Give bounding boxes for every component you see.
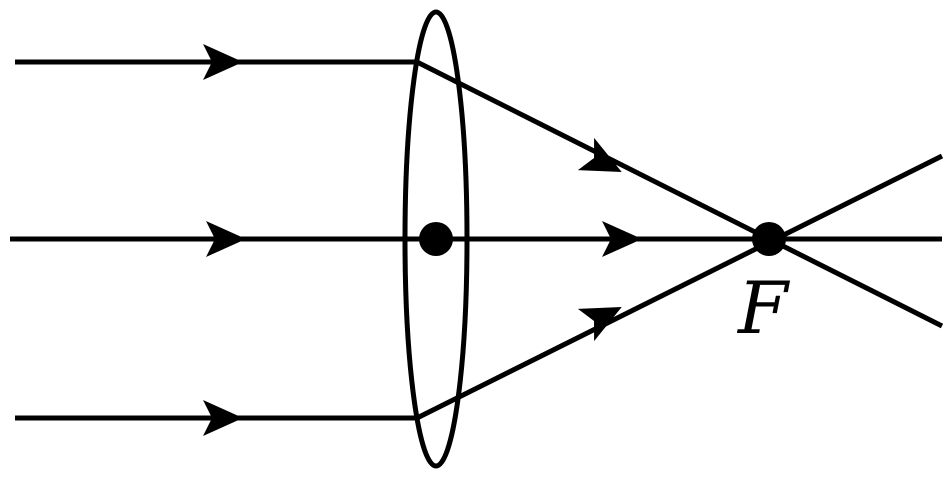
focal-point-label: F	[736, 266, 791, 350]
optical-center-dot	[419, 222, 453, 256]
arrowhead-incident-bottom	[203, 400, 243, 436]
focal-point-dot	[752, 222, 786, 256]
arrowhead-incident-middle	[206, 221, 246, 257]
arrowhead-refracted-middle	[602, 221, 642, 257]
arrowhead-incident-top	[203, 44, 243, 80]
convex-lens	[402, 9, 470, 469]
arrowhead-refracted-bottom	[577, 307, 622, 342]
arrowhead-refracted-top	[577, 137, 622, 172]
refracted-ray-bottom	[415, 153, 944, 421]
refracted-ray-top	[415, 59, 944, 329]
